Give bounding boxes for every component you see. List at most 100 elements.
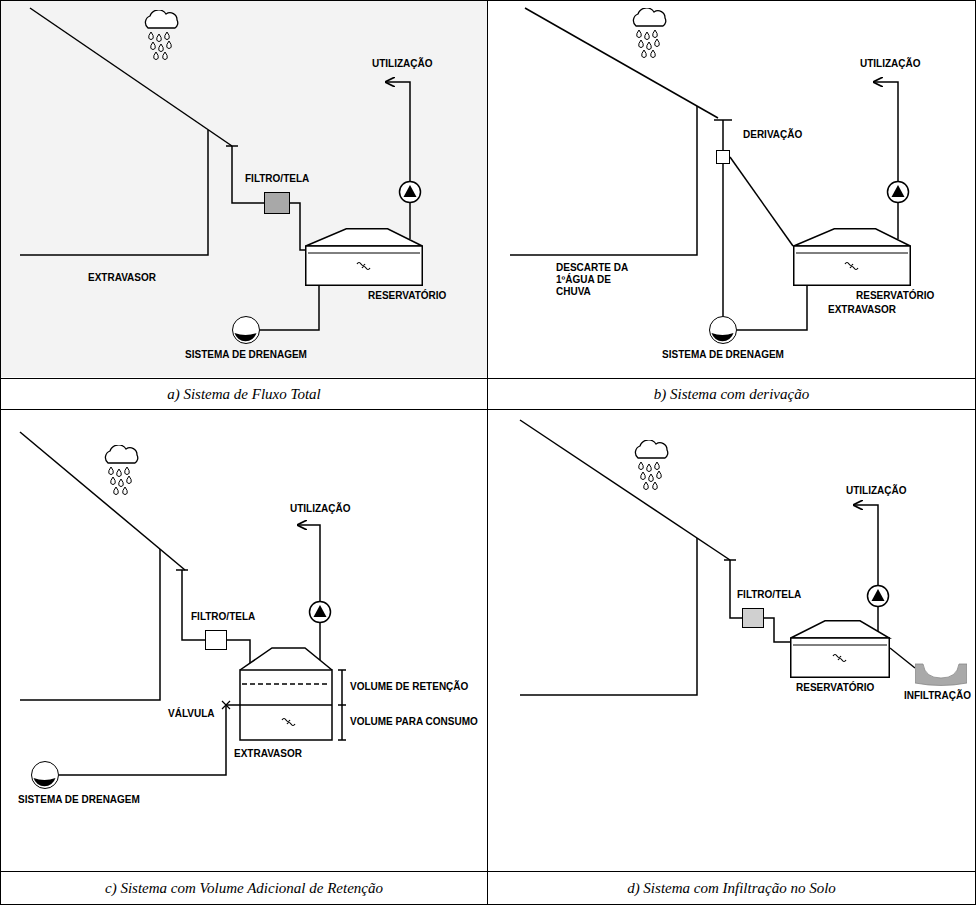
pipe-label: VÁLVULA <box>168 708 214 720</box>
component-label: FILTRO/TELA <box>245 173 309 185</box>
house-c <box>298 525 320 602</box>
house-c <box>227 640 250 663</box>
pipe-label: UTILIZAÇÃO <box>290 503 351 515</box>
water-mark <box>282 719 295 726</box>
pipe-connector <box>737 286 807 330</box>
panel-caption: d) Sistema com Infiltração no Solo <box>488 871 975 904</box>
house-a <box>20 130 208 255</box>
house-b <box>510 8 898 255</box>
pipe-connector <box>730 157 793 246</box>
drainage-circle: SISTEMA DE DRENAGEM <box>232 316 260 344</box>
house-c <box>182 570 205 640</box>
filter-box: FILTRO/TELA <box>264 192 290 214</box>
reservoir-shape <box>833 655 846 662</box>
house-a <box>386 82 410 181</box>
component-label: RESERVATÓRIO <box>796 682 874 694</box>
house-c <box>319 622 321 660</box>
reservoir-shape <box>357 263 370 270</box>
drain-shading <box>34 778 56 786</box>
reservoir-shape <box>793 645 887 646</box>
pipe-label: EXTRAVASOR <box>234 748 302 760</box>
pipe-label: DESCARTE DA 1ºÁGUA DE CHUVA <box>556 262 640 298</box>
house-a <box>30 8 232 146</box>
house-d <box>520 420 730 560</box>
pipe-label: VOLUME PARA CONSUMO <box>350 716 478 728</box>
reservoir: RESERVATÓRIO <box>793 228 911 286</box>
component-label: RESERVATÓRIO <box>368 290 446 302</box>
drain-shading <box>235 333 257 341</box>
pipe-label: UTILIZAÇÃO <box>860 58 921 70</box>
house-c <box>240 670 332 740</box>
pump-symbol <box>310 602 331 623</box>
drain-shading <box>710 317 735 342</box>
component-label: RESERVATÓRIO <box>856 290 934 302</box>
infiltration-basin: INFILTRAÇÃO <box>915 662 967 686</box>
drainage-circle: SISTEMA DE DRENAGEM <box>709 316 737 344</box>
reservoir: RESERVATÓRIO <box>790 620 890 678</box>
reservoir-shape <box>791 638 890 677</box>
component-label: SISTEMA DE DRENAGEM <box>185 349 307 361</box>
house-d <box>520 538 697 695</box>
rain-cloud <box>633 8 665 57</box>
pipe-label: UTILIZAÇÃO <box>846 485 907 497</box>
panel-ground <box>1 1 487 377</box>
component-label: DERIVAÇÃO <box>743 129 802 141</box>
basin-shape <box>915 664 967 686</box>
house-c <box>222 701 230 709</box>
reservoir-shape <box>306 246 423 285</box>
rain-cloud <box>635 440 667 489</box>
drain-shading <box>32 762 57 787</box>
filter-box: FILTRO/TELA <box>742 608 764 628</box>
component-label: SISTEMA DE DRENAGEM <box>662 349 784 361</box>
house-c <box>240 704 332 706</box>
house-c <box>242 683 330 685</box>
reservoir-shape <box>793 228 911 286</box>
house-b <box>525 8 718 118</box>
panel-caption: b) Sistema com derivação <box>488 378 975 410</box>
pipe-connector <box>260 286 319 330</box>
pipe-label: VOLUME DE RETENÇÃO <box>350 681 468 693</box>
drainage-circle: SISTEMA DE DRENAGEM <box>31 761 59 789</box>
rain-cloud <box>105 445 137 494</box>
pipe-label: UTILIZAÇÃO <box>372 58 433 70</box>
pipe-connector <box>890 648 915 668</box>
diagram-panel: c) Sistema com Volume Adicional de Reten… <box>0 409 488 905</box>
house-a <box>20 8 410 255</box>
pipe-connector <box>290 203 305 250</box>
house-b <box>874 82 898 181</box>
house-d <box>854 505 878 585</box>
drain-shading <box>712 333 734 341</box>
house-b <box>722 120 724 150</box>
component-label: SISTEMA DE DRENAGEM <box>18 794 140 806</box>
reservoir-shape <box>306 229 423 246</box>
reservoir-shape <box>791 621 890 638</box>
pipe-label: EXTRAVASOR <box>88 272 156 284</box>
rain-cloud <box>145 10 177 59</box>
component-label: FILTRO/TELA <box>737 589 801 601</box>
house-b <box>510 106 697 255</box>
reservoir-shape <box>794 246 911 285</box>
bypass-box: DERIVAÇÃO <box>716 150 730 164</box>
reservoir-shape <box>308 253 420 254</box>
pipe-label: EXTRAVASOR <box>828 304 896 316</box>
filter-box: FILTRO/TELA <box>205 630 227 650</box>
pump-symbol <box>868 586 889 607</box>
component-label: INFILTRAÇÃO <box>904 690 971 702</box>
reservoir-shape <box>796 253 908 254</box>
drain-shading <box>233 317 258 342</box>
pipe-connector <box>722 164 724 316</box>
pump-symbol <box>400 182 421 203</box>
house-c <box>59 705 240 775</box>
component-label: FILTRO/TELA <box>191 611 255 623</box>
pipe-connector <box>764 618 790 642</box>
pump-symbol <box>888 182 909 203</box>
house-c <box>338 670 346 740</box>
house-b <box>897 203 899 239</box>
panel-caption: c) Sistema com Volume Adicional de Reten… <box>1 871 487 904</box>
reservoir-shape <box>790 620 890 678</box>
reservoir-shape <box>845 263 858 270</box>
reservoir-shape <box>794 229 911 246</box>
